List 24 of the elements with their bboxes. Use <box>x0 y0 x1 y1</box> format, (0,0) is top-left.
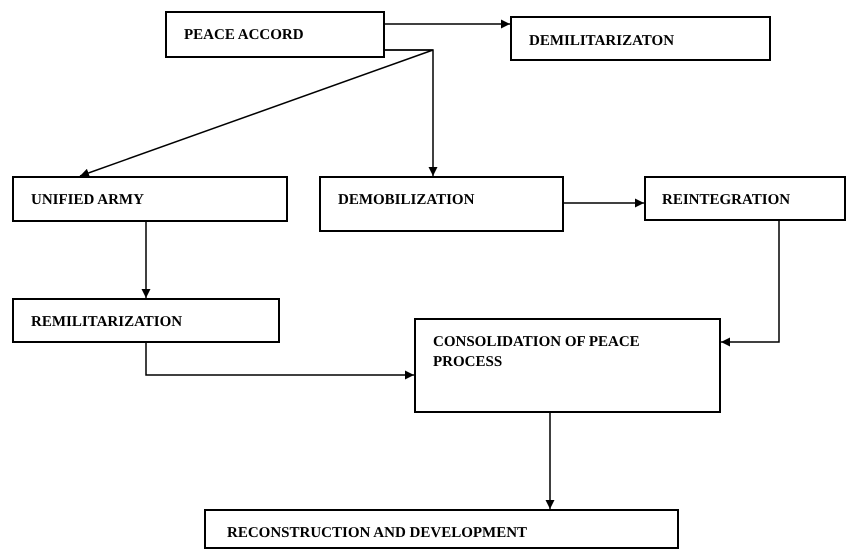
arrow <box>80 49 434 178</box>
arrow <box>546 413 554 509</box>
box-label: REINTEGRATION <box>662 191 792 210</box>
arrow <box>145 343 414 380</box>
process-box <box>165 11 385 58</box>
process-box <box>414 318 721 413</box>
box-label: REMILITARIZATION <box>31 313 184 332</box>
box-label: UNIFIED ARMY <box>31 191 145 210</box>
process-box <box>319 176 564 232</box>
box-label: PEACE ACCORD <box>184 26 305 45</box>
arrow <box>385 49 438 176</box>
arrow <box>385 20 510 28</box>
arrow <box>142 222 150 298</box>
process-box <box>12 176 288 222</box>
box-label: RECONSTRUCTION AND DEVELOPMENT <box>227 524 528 543</box>
process-box <box>644 176 846 221</box>
process-box <box>12 298 280 343</box>
box-label: CONSOLIDATION OF PEACE PROCESS <box>433 333 641 372</box>
box-label: DEMOBILIZATION <box>338 191 476 210</box>
arrow <box>564 198 644 208</box>
process-box <box>204 509 679 549</box>
arrow <box>721 221 780 346</box>
process-box <box>510 16 771 61</box>
box-label: DEMILITARIZATON <box>529 32 676 51</box>
